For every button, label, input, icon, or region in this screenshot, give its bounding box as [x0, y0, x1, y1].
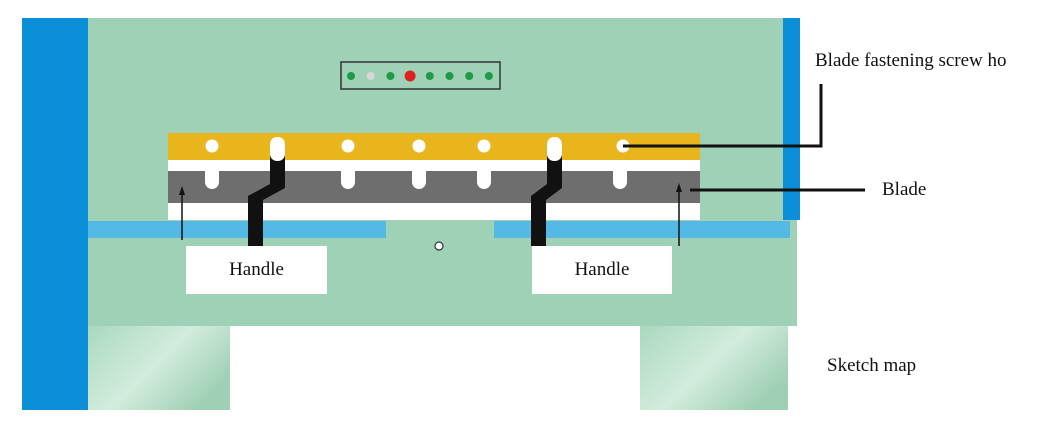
blade-slot-top — [477, 171, 491, 180]
center-hole — [434, 241, 444, 251]
left-rail — [88, 221, 386, 238]
screw-hole — [412, 139, 426, 153]
right-rail — [494, 221, 790, 238]
indicator-leds — [347, 70, 493, 82]
indicator-panel — [340, 61, 501, 90]
label-sketch-map: Sketch map — [827, 355, 917, 376]
right-side-panel — [783, 18, 800, 220]
handle-left-bar — [248, 142, 285, 246]
indicator-led-green — [445, 72, 454, 80]
label-blade: Blade — [882, 179, 927, 200]
indicator-led-green — [484, 72, 493, 80]
label-blade-fastening-screw-hole: Blade fastening screw ho — [815, 50, 1007, 71]
left-side-panel — [22, 18, 88, 410]
arrow-right-head — [676, 183, 682, 192]
handle-right-bar — [531, 142, 562, 246]
blade-slot-top — [341, 171, 355, 180]
indicator-led-green — [465, 72, 474, 80]
indicator-led-green — [347, 72, 355, 80]
screw-hole — [477, 139, 491, 153]
label-handle-right: Handle — [532, 246, 672, 294]
blade-slot-top — [613, 171, 627, 180]
blade-slots — [205, 171, 627, 189]
clamp-bar — [168, 133, 700, 160]
right-foot — [640, 326, 788, 410]
indicator-led-off — [366, 72, 375, 80]
blade-slot-top — [205, 171, 219, 180]
screw-hole — [341, 139, 355, 153]
arrow-left-head — [179, 186, 185, 195]
blade-slot-top — [412, 171, 426, 180]
indicator-led-green — [386, 72, 395, 80]
screw-hole — [205, 139, 219, 153]
handle-left-top — [270, 137, 285, 161]
left-foot — [88, 326, 230, 410]
indicator-led-green — [425, 72, 434, 80]
handle-right-top — [547, 137, 562, 161]
indicator-led-red — [404, 70, 416, 82]
leader-screw-hole — [623, 84, 823, 148]
label-handle-left: Handle — [186, 246, 327, 294]
